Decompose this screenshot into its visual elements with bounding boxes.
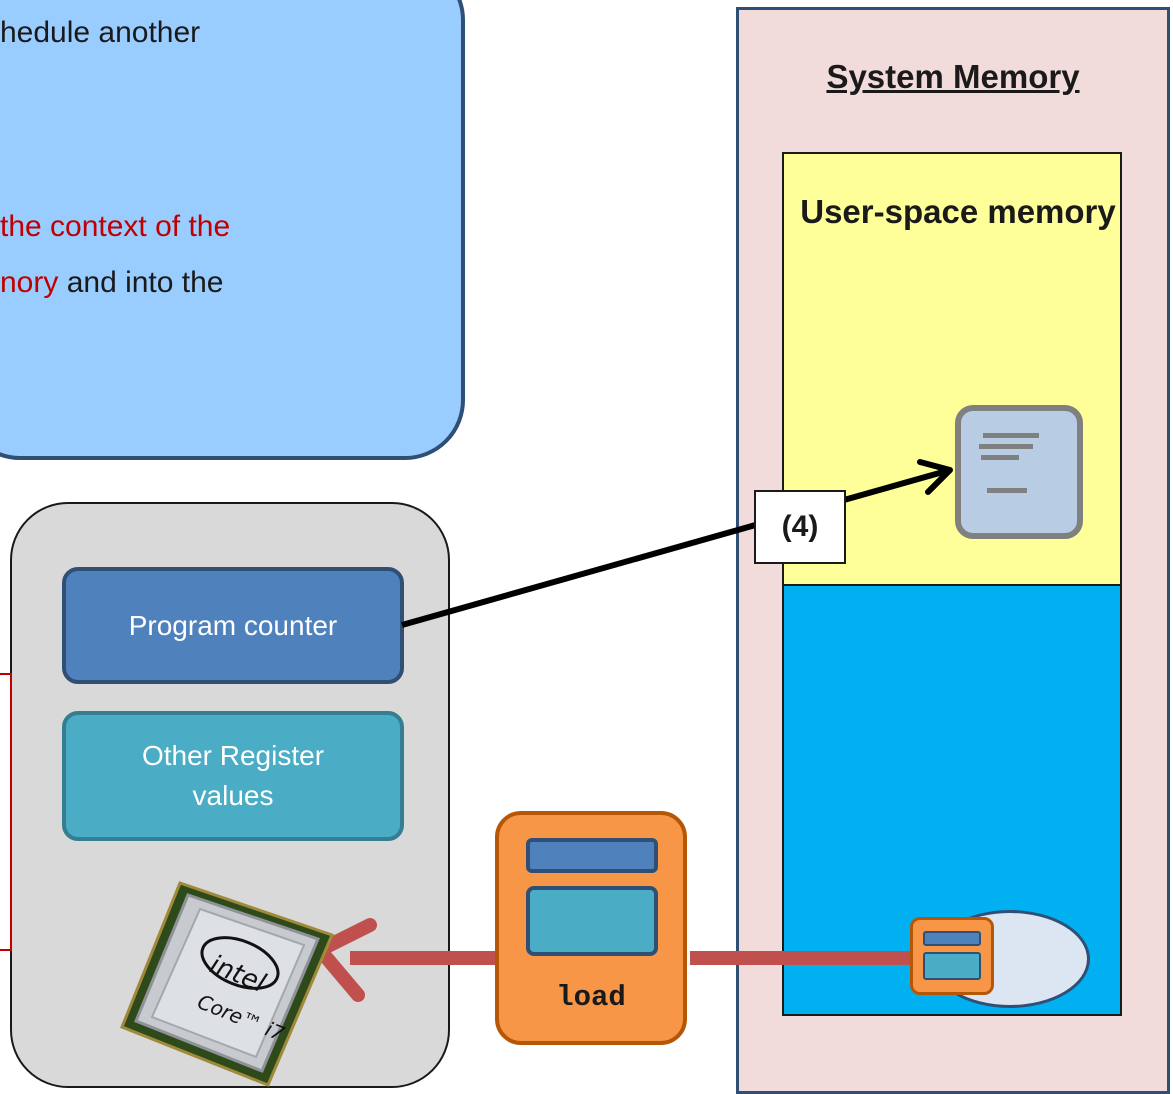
stored-process-counter-bar — [923, 931, 981, 946]
callout-bubble — [0, 0, 465, 460]
user-space-memory-label: User-space memory — [800, 193, 1116, 230]
callout-line-2: the context of the — [0, 210, 231, 243]
load-process-counter-bar — [526, 838, 658, 873]
step-label: (4) — [754, 490, 846, 564]
document-icon — [955, 405, 1083, 539]
callout-line-1: hedule another — [0, 16, 201, 49]
stored-process-registers-bar — [923, 952, 981, 980]
left-panel-edge — [0, 673, 12, 951]
program-counter-box: Program counter — [62, 567, 404, 684]
load-process-label: load — [556, 981, 626, 1014]
callout-highlight: nory — [0, 266, 59, 299]
callout-line-3-rest: and into the — [58, 266, 224, 299]
load-process-registers-bar — [526, 886, 658, 956]
system-memory-title: System Memory — [826, 58, 1080, 95]
document-lines-icon — [979, 433, 1039, 493]
callout-line-3: nory and into the — [0, 264, 224, 302]
other-registers-box: Other Register values — [62, 711, 404, 841]
